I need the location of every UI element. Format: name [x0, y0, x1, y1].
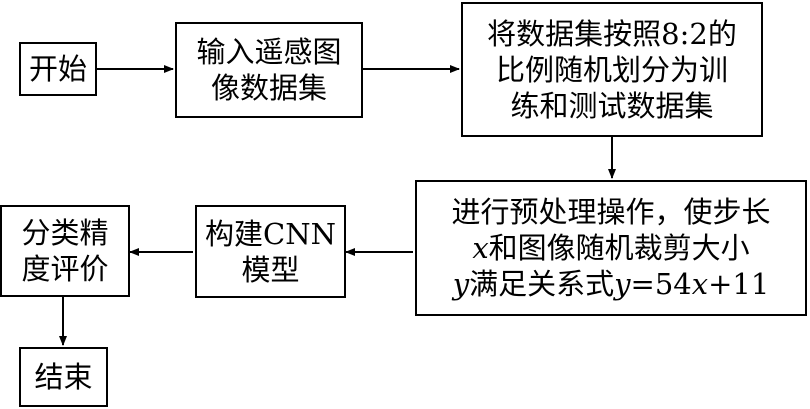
build-cnn-label-line2: 模型: [241, 252, 300, 287]
input-dataset-node: 输入遥感图 像数据集: [175, 22, 363, 118]
end-node: 结束: [19, 347, 108, 407]
variable-y: y: [452, 267, 470, 301]
formula-coefficient: =54: [630, 267, 692, 301]
split-dataset-node: 将数据集按照8:2的 比例随机划分为训 练和测试数据集: [461, 2, 763, 137]
start-label: 开始: [28, 52, 87, 86]
preprocess-line2-text: 和图像随机裁剪大小: [488, 231, 750, 265]
start-node: 开始: [19, 42, 97, 96]
end-label: 结束: [34, 360, 93, 394]
preprocess-label-line2: x和图像随机裁剪大小: [472, 230, 749, 266]
preprocess-label-line1: 进行预处理操作，使步长: [451, 195, 771, 229]
input-dataset-label-line2: 像数据集: [210, 71, 327, 105]
input-dataset-label-line1: 输入遥感图: [196, 35, 342, 69]
formula-var-y: y: [614, 267, 631, 301]
variable-x: x: [472, 231, 489, 265]
formula-constant: +11: [708, 267, 770, 301]
evaluate-label-line2: 度评价: [21, 252, 109, 286]
evaluate-label-line1: 分类精: [21, 216, 109, 250]
preprocess-node: 进行预处理操作，使步长 x和图像随机裁剪大小 y满足关系式y=54x+11: [415, 180, 807, 316]
formula-var-x: x: [691, 267, 709, 301]
preprocess-line3-text1: 满足关系式: [469, 267, 615, 301]
build-cnn-label-line1: 构建CNN: [205, 216, 336, 251]
evaluate-node: 分类精 度评价: [0, 205, 130, 297]
split-dataset-label-line1: 将数据集按照8:2的: [487, 16, 737, 51]
split-dataset-label-line2: 比例随机划分为训: [495, 52, 728, 87]
preprocess-label-line3: y满足关系式y=54x+11: [453, 266, 770, 302]
split-dataset-label-line3: 练和测试数据集: [510, 88, 714, 123]
build-cnn-node: 构建CNN 模型: [195, 205, 346, 298]
